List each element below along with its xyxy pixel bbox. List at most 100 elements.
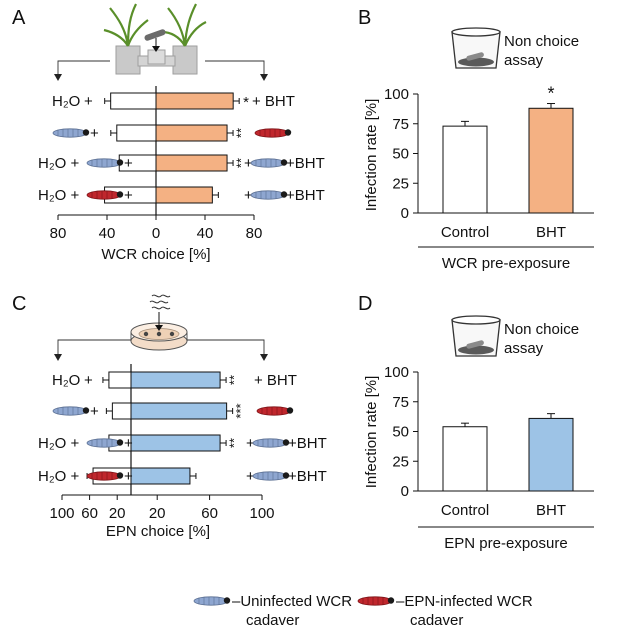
right-label: + BHT [252, 93, 295, 110]
legend-uninfected-line1: –Uninfected WCR [232, 593, 352, 610]
y-tick-label: 50 [392, 424, 409, 441]
y-tick-label: 25 [392, 453, 409, 470]
right-label: + [244, 155, 253, 172]
significance-label: ** [227, 375, 242, 385]
y-tick-label: 100 [384, 364, 409, 381]
category-label: Control [441, 224, 489, 241]
right-label: + [244, 187, 253, 204]
right-bar [155, 154, 228, 172]
right-bar [155, 92, 234, 110]
left-cadaver-icon [52, 128, 90, 138]
y-tick-label: 0 [401, 205, 409, 222]
left-bar [116, 124, 157, 142]
bar-bht [528, 417, 574, 492]
right-cadaver-icon [254, 128, 292, 138]
right-label: +BHT [288, 435, 327, 452]
left-label: + [90, 125, 99, 142]
left-label: H₂O + [38, 155, 79, 172]
left-label: H₂O [52, 372, 80, 389]
right-label: + [246, 468, 255, 485]
right-label: +BHT [286, 187, 325, 204]
legend-infected-line1: –EPN-infected WCR [396, 593, 533, 610]
y-tick-label: 100 [384, 86, 409, 103]
panel-b-assay-line1: Non choice [504, 33, 579, 50]
legend-uninfected-line2: cadaver [246, 612, 299, 629]
category-label: BHT [536, 502, 566, 519]
panel-d-ylabel: Infection rate [%] [363, 376, 380, 489]
bar-bht [528, 107, 574, 214]
right-cadaver-icon [250, 190, 288, 200]
petri-dish-illustration [130, 294, 188, 351]
panel-a-xlabel: WCR choice [%] [101, 246, 210, 263]
left-bar [111, 402, 132, 420]
significance-label: *** [233, 403, 248, 418]
right-bar [130, 434, 221, 452]
significance-label: * [243, 94, 249, 111]
right-cadaver-icon [252, 438, 290, 448]
left-bar [108, 371, 132, 389]
cup-icon-b [451, 27, 501, 69]
right-label: + [246, 435, 255, 452]
y-tick-label: 0 [401, 483, 409, 500]
x-tick-label: 60 [81, 505, 98, 522]
right-bar [130, 467, 191, 485]
panel-a-right-bracket [205, 60, 265, 76]
right-bar [130, 371, 221, 389]
right-label: +BHT [286, 155, 325, 172]
right-label: +BHT [288, 468, 327, 485]
panel-b-assay-line2: assay [504, 52, 544, 69]
left-label: + [124, 435, 133, 452]
y-tick-label: 25 [392, 175, 409, 192]
panel-d-assay-line1: Non choice [504, 321, 579, 338]
panel-d-group-label: EPN pre-exposure [444, 535, 567, 552]
significance-label: ** [233, 158, 248, 168]
right-bar [130, 402, 228, 420]
panel-b-ylabel: Infection rate [%] [363, 99, 380, 212]
left-label: H₂O + [38, 435, 79, 452]
legend-infected-icon [357, 596, 395, 606]
left-label: H₂O + [38, 187, 79, 204]
left-label: H₂O + [38, 468, 79, 485]
panel-c-left-bracket [57, 339, 131, 356]
panel-b-group-label: WCR pre-exposure [442, 255, 570, 272]
x-tick-label: 40 [197, 225, 214, 242]
category-label: BHT [536, 224, 566, 241]
y-tick-label: 50 [392, 146, 409, 163]
left-label: + [124, 155, 133, 172]
right-cadaver-icon [252, 471, 290, 481]
left-cadaver-icon [86, 158, 124, 168]
panel-b-letter: B [358, 7, 371, 29]
legend: –Uninfected WCR cadaver –EPN-infected WC… [193, 593, 533, 629]
x-tick-label: 0 [152, 225, 160, 242]
x-tick-label: 100 [249, 505, 274, 522]
left-label: + [84, 372, 93, 389]
panel-c-xlabel: EPN choice [%] [106, 523, 210, 540]
right-cadaver-icon [250, 158, 288, 168]
right-bar [155, 186, 213, 204]
left-bar [110, 92, 157, 110]
significance-label: ** [233, 128, 248, 138]
bar-control [442, 125, 488, 214]
panel-d-letter: D [358, 293, 372, 315]
left-label: + [124, 468, 133, 485]
x-tick-label: 20 [109, 505, 126, 522]
left-label: + [84, 93, 93, 110]
significance-label: * [547, 84, 554, 104]
bar-control [442, 426, 488, 492]
right-cadaver-icon [256, 406, 294, 416]
right-label: + BHT [254, 372, 297, 389]
x-tick-label: 40 [99, 225, 116, 242]
left-label: H₂O [52, 93, 80, 110]
left-cadaver-icon [52, 406, 90, 416]
left-label: + [124, 187, 133, 204]
x-tick-label: 80 [246, 225, 263, 242]
y-tick-label: 75 [392, 116, 409, 133]
olfactometer-illustration [103, 3, 207, 75]
x-tick-label: 100 [49, 505, 74, 522]
legend-uninfected-icon [193, 596, 231, 606]
panel-b-chart: 0 25 50 75 100 Control * BHT Infection rate [%… [363, 84, 594, 272]
